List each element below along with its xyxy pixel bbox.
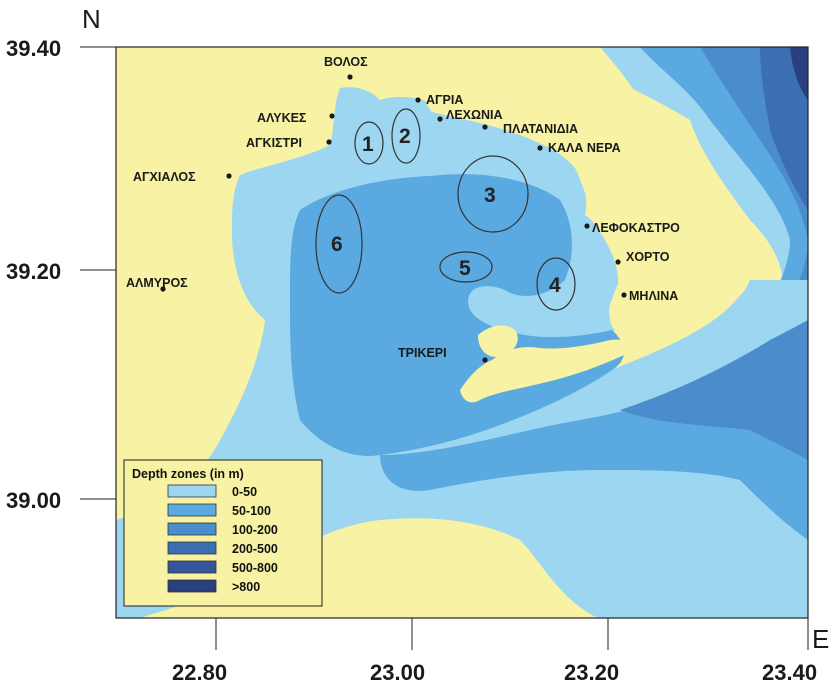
zone-ellipse-2 xyxy=(391,108,421,164)
marker-almyros xyxy=(160,286,166,292)
lat-label-39-20: 39.20 xyxy=(6,259,61,284)
marker-volos xyxy=(347,74,353,80)
legend-swatch xyxy=(167,560,217,574)
place-platanidia: ΠΛΑΤΑΝΙΔΙΑ xyxy=(503,122,578,136)
legend-label: 100-200 xyxy=(232,523,278,537)
gulf-mid-zone xyxy=(290,174,624,456)
channel-deep-zone xyxy=(620,320,808,460)
place-chorto: ΧΟΡΤΟ xyxy=(626,250,670,264)
open-sea-deeper xyxy=(760,47,808,380)
north-letter: N xyxy=(82,4,101,34)
legend-swatch xyxy=(167,579,217,593)
lon-label-23-00: 23.00 xyxy=(370,660,425,685)
zone-number-1: 1 xyxy=(362,133,374,156)
marker-platanidia xyxy=(482,124,488,130)
place-agkistri: ΑΓΚΙΣΤΡΙ xyxy=(246,136,302,150)
zone-ellipse-6 xyxy=(315,194,363,294)
place-almyros: ΑΛΜΥΡΟΣ xyxy=(126,276,188,290)
marker-trikeri xyxy=(482,357,488,363)
marker-agkistri xyxy=(326,139,332,145)
channel-mid-zone xyxy=(380,330,808,540)
zone-ellipse-1 xyxy=(354,121,384,165)
legend-box xyxy=(123,459,323,607)
marker-milina xyxy=(621,292,627,298)
zone-ellipse-5 xyxy=(439,251,493,283)
marker-alykes xyxy=(329,113,335,119)
legend-label: 50-100 xyxy=(232,504,271,518)
east-letter: E xyxy=(812,624,829,654)
marker-kala-nera xyxy=(537,145,543,151)
lat-label-39-00: 39.00 xyxy=(6,488,61,513)
legend-swatch xyxy=(167,522,217,536)
lon-label-23-20: 23.20 xyxy=(564,660,619,685)
marker-chorto xyxy=(615,259,621,265)
zone-number-5: 5 xyxy=(459,257,471,280)
place-milina: ΜΗΛΙΝΑ xyxy=(629,289,678,303)
marker-lechonia xyxy=(437,116,443,122)
marker-agchialos xyxy=(226,173,232,179)
marker-lefokastro xyxy=(584,223,590,229)
marker-agria xyxy=(415,97,421,103)
place-markers xyxy=(160,74,627,363)
place-alykes: ΑΛΥΚΕΣ xyxy=(257,111,307,125)
legend-swatch xyxy=(167,484,217,498)
legend-label: 500-800 xyxy=(232,561,278,575)
open-sea-deepest xyxy=(790,47,808,100)
lat-label-39-40: 39.40 xyxy=(6,36,61,61)
place-trikeri: ΤΡΙΚΕΡΙ xyxy=(398,346,447,360)
legend-title: Depth zones (in m) xyxy=(132,467,244,481)
legend-swatch xyxy=(167,503,217,517)
zone-number-4: 4 xyxy=(549,274,561,297)
place-lefokastro: ΛΕΦΟΚΑΣΤΡΟ xyxy=(592,221,680,235)
place-volos: ΒΟΛΟΣ xyxy=(324,55,368,69)
zone-ellipse-3 xyxy=(457,155,529,233)
legend-label: >800 xyxy=(232,580,260,594)
zone-number-6: 6 xyxy=(331,233,343,256)
legend-swatch xyxy=(167,541,217,555)
trikeri-island-land xyxy=(478,325,518,358)
place-agria: ΑΓΡΙΑ xyxy=(426,93,463,107)
zone-ellipse-4 xyxy=(536,257,576,311)
pelion-land xyxy=(423,47,749,331)
lon-label-23-40: 23.40 xyxy=(762,660,817,685)
zone-number-2: 2 xyxy=(399,125,411,148)
lon-label-22-80: 22.80 xyxy=(172,660,227,685)
zone-number-3: 3 xyxy=(484,184,496,207)
legend-label: 0-50 xyxy=(232,485,257,499)
place-lechonia: ΛΕΧΩΝΙΑ xyxy=(446,108,503,122)
place-kala-nera: ΚΑΛΑ ΝΕΡΑ xyxy=(548,141,621,155)
west-mainland xyxy=(116,47,340,520)
legend-label: 200-500 xyxy=(232,542,278,556)
map-frame xyxy=(115,46,809,619)
place-agchialos: ΑΓΧΙΑΛΟΣ xyxy=(133,170,196,184)
depth-legend: Depth zones (in m) 0-50 50-100 100-200 200-… xyxy=(123,459,323,607)
